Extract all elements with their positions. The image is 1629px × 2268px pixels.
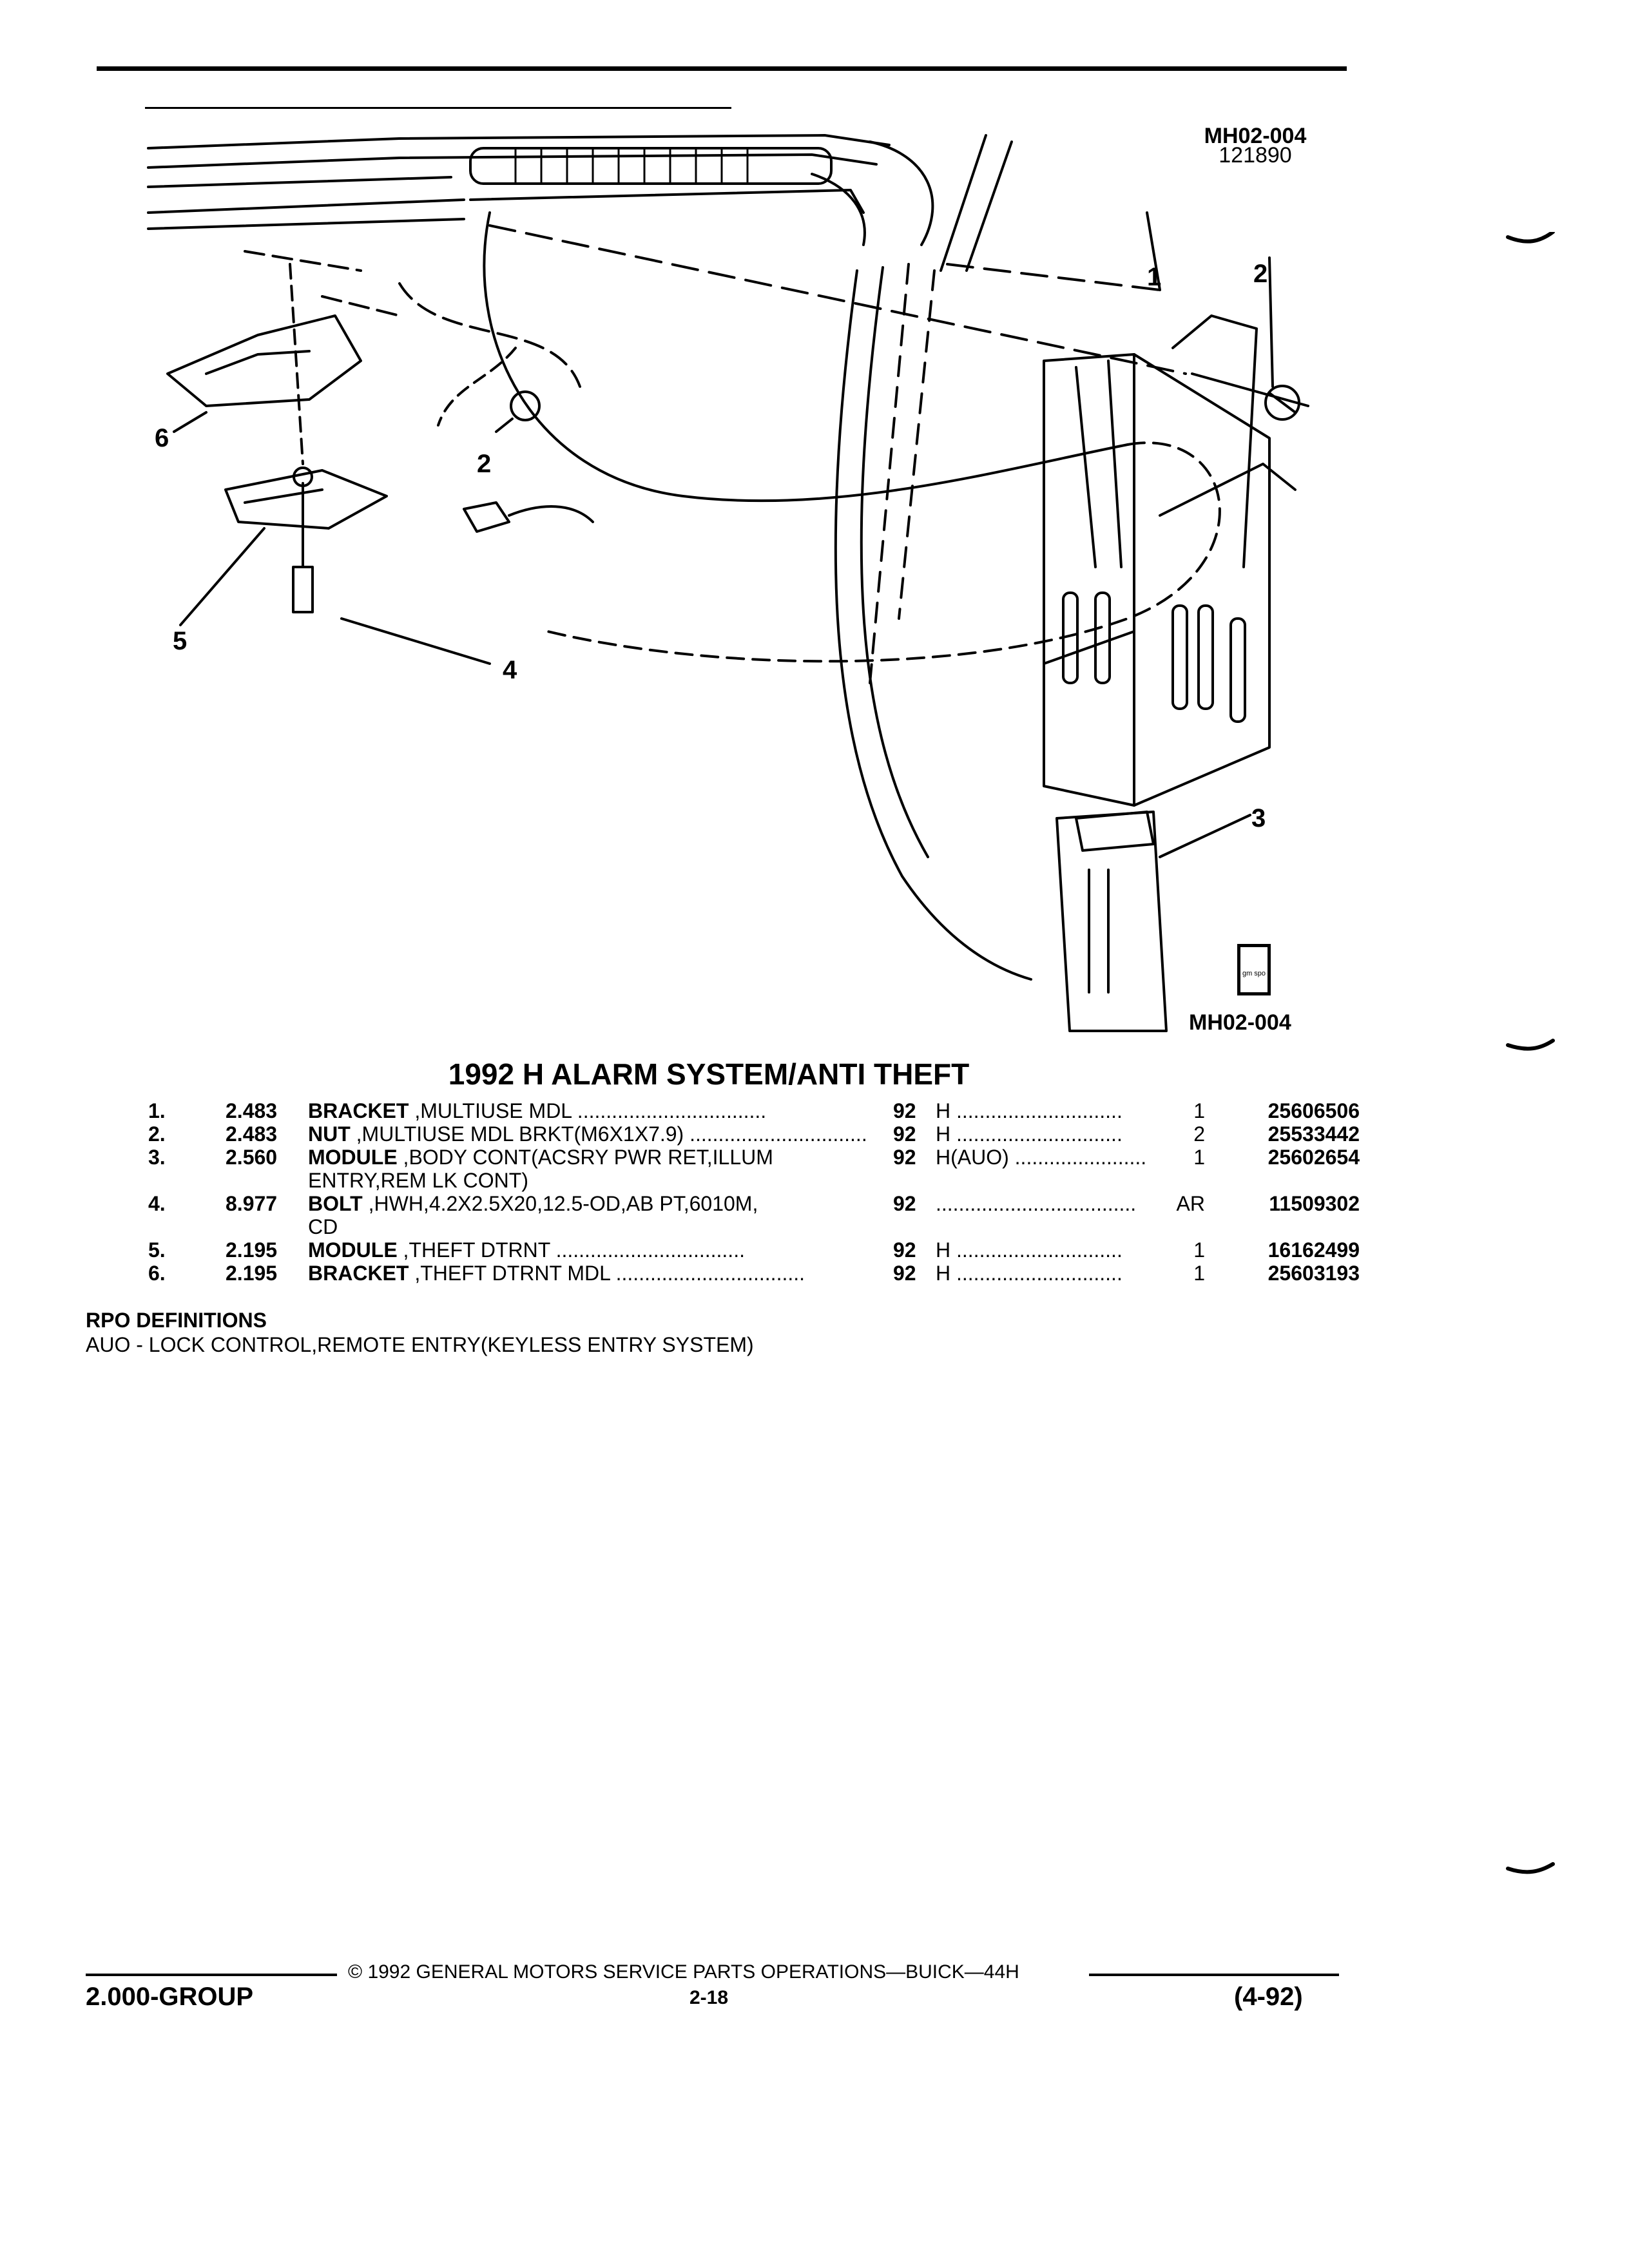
item-number: 3. <box>148 1146 166 1169</box>
item-number: 4. <box>148 1192 166 1215</box>
part-description-continued: CD <box>308 1215 338 1238</box>
callout-2-left: 2 <box>477 450 492 478</box>
item-number: 2. <box>148 1122 166 1146</box>
part-number: 25606506 <box>1268 1099 1360 1122</box>
part-description: BRACKET ,MULTIUSE MDL ..................… <box>308 1099 767 1122</box>
callout-6: 6 <box>155 424 169 452</box>
part-name: MODULE <box>308 1146 398 1169</box>
year: 92 <box>893 1262 916 1285</box>
parts-row: 6. 2.195 BRACKET ,THEFT DTRNT MDL ......… <box>148 1262 1360 1285</box>
part-desc: ,MULTIUSE MDL <box>409 1099 572 1122</box>
parts-row: 3. 2.560 MODULE ,BODY CONT(ACSRY PWR RET… <box>148 1146 1360 1192</box>
callout-2-right: 2 <box>1253 260 1268 288</box>
part-number: 11509302 <box>1269 1192 1360 1215</box>
model-code: H <box>936 1099 951 1122</box>
model: H(AUO) ............................. <box>936 1146 1148 1169</box>
part-description-continued: ENTRY,REM LK CONT) <box>308 1169 528 1192</box>
model-code: H <box>936 1238 951 1262</box>
group-number: 2.483 <box>226 1099 278 1122</box>
diagram-code-sub: 121890 <box>1219 143 1292 168</box>
year: 92 <box>893 1238 916 1262</box>
parts-row: 2. 2.483 NUT ,MULTIUSE MDL BRKT(M6X1X7.9… <box>148 1122 1360 1146</box>
rpo-line: AUO - LOCK CONTROL,REMOTE ENTRY(KEYLESS … <box>86 1333 754 1356</box>
footer-page-number: 2-18 <box>689 1987 729 2008</box>
year: 92 <box>893 1122 916 1146</box>
diagram-code-top: MH02-004 <box>1204 124 1307 148</box>
footer-group: 2.000-GROUP <box>86 1983 254 2011</box>
part-desc: ,HWH,4.2X2.5X20,12.5-OD,AB PT,6010M, <box>362 1192 758 1215</box>
margin-marks <box>1506 232 1555 1874</box>
footer-date: (4-92) <box>1234 1983 1303 2011</box>
year: 92 <box>893 1146 916 1169</box>
group-number: 2.195 <box>226 1262 278 1285</box>
exploded-parts-diagram: MH02-004 121890 MH02-004 gm spo 1 2 2 3 … <box>129 103 1482 1044</box>
model-code: H <box>936 1262 951 1285</box>
rpo-definitions: RPO DEFINITIONS AUO - LOCK CONTROL,REMOT… <box>86 1308 754 1357</box>
part-name: BRACKET <box>308 1262 409 1285</box>
quantity: 1 <box>1193 1238 1205 1262</box>
part-desc: ,THEFT DTRNT <box>397 1238 550 1262</box>
part-desc: ,BODY CONT(ACSRY PWR RET,ILLUM <box>397 1146 773 1169</box>
part-description: MODULE ,THEFT DTRNT ....................… <box>308 1238 745 1262</box>
part-name: NUT <box>308 1122 351 1146</box>
gm-spo-logo-label: gm spo <box>1242 970 1266 977</box>
parts-list: 1. 2.483 BRACKET ,MULTIUSE MDL .........… <box>148 1099 1360 1285</box>
part-name: BOLT <box>308 1192 363 1215</box>
part-desc: ,MULTIUSE MDL BRKT(M6X1X7.9) <box>350 1122 684 1146</box>
part-name: BRACKET <box>308 1099 409 1122</box>
callout-3: 3 <box>1251 804 1266 832</box>
quantity: 1 <box>1193 1146 1205 1169</box>
model: H ............................. <box>936 1122 1123 1146</box>
footer-copyright: © 1992 GENERAL MOTORS SERVICE PARTS OPER… <box>348 1961 1019 1983</box>
part-description: BOLT ,HWH,4.2X2.5X20,12.5-OD,AB PT,6010M… <box>308 1192 869 1215</box>
diagram-code-bottom: MH02-004 <box>1189 1010 1291 1035</box>
model: H ............................. <box>936 1238 1123 1262</box>
part-description: MODULE ,BODY CONT(ACSRY PWR RET,ILLUM <box>308 1146 869 1169</box>
group-number: 2.195 <box>226 1238 278 1262</box>
diagram-drawing <box>147 134 1309 1032</box>
top-thin-rule <box>145 107 731 109</box>
group-number: 8.977 <box>226 1192 278 1215</box>
part-description: NUT ,MULTIUSE MDL BRKT(M6X1X7.9) .......… <box>308 1122 869 1146</box>
callout-5: 5 <box>173 627 188 655</box>
model-code: H <box>936 1122 951 1146</box>
footer-rule-left <box>86 1974 337 1976</box>
part-description: BRACKET ,THEFT DTRNT MDL ...............… <box>308 1262 805 1285</box>
model: H ............................. <box>936 1099 1123 1122</box>
item-number: 1. <box>148 1099 166 1122</box>
group-number: 2.483 <box>226 1122 278 1146</box>
quantity: 1 <box>1193 1262 1205 1285</box>
part-number: 25602654 <box>1268 1146 1360 1169</box>
quantity: 1 <box>1193 1099 1205 1122</box>
part-desc: ,THEFT DTRNT MDL <box>409 1262 610 1285</box>
section-title: 1992 H ALARM SYSTEM/ANTI THEFT <box>448 1057 970 1091</box>
parts-row: 1. 2.483 BRACKET ,MULTIUSE MDL .........… <box>148 1099 1360 1122</box>
item-number: 6. <box>148 1262 166 1285</box>
model: H ............................. <box>936 1262 1123 1285</box>
footer-rule-right <box>1089 1974 1339 1976</box>
top-rule <box>97 66 1347 71</box>
model: ................................... <box>936 1192 1137 1215</box>
quantity: AR <box>1176 1192 1205 1215</box>
item-number: 5. <box>148 1238 166 1262</box>
gm-spo-logo: gm spo <box>1237 944 1271 995</box>
quantity: 2 <box>1193 1122 1205 1146</box>
part-number: 25533442 <box>1268 1122 1360 1146</box>
part-number: 16162499 <box>1268 1238 1360 1262</box>
parts-row: 5. 2.195 MODULE ,THEFT DTRNT ...........… <box>148 1238 1360 1262</box>
parts-row: 4. 8.977 BOLT ,HWH,4.2X2.5X20,12.5-OD,AB… <box>148 1192 1360 1238</box>
year: 92 <box>893 1192 916 1215</box>
part-number: 25603193 <box>1268 1262 1360 1285</box>
callout-1: 1 <box>1147 263 1162 291</box>
part-name: MODULE <box>308 1238 398 1262</box>
model-code: H(AUO) <box>936 1146 1009 1169</box>
group-number: 2.560 <box>226 1146 278 1169</box>
callout-4: 4 <box>503 656 517 684</box>
rpo-heading: RPO DEFINITIONS <box>86 1309 267 1332</box>
year: 92 <box>893 1099 916 1122</box>
